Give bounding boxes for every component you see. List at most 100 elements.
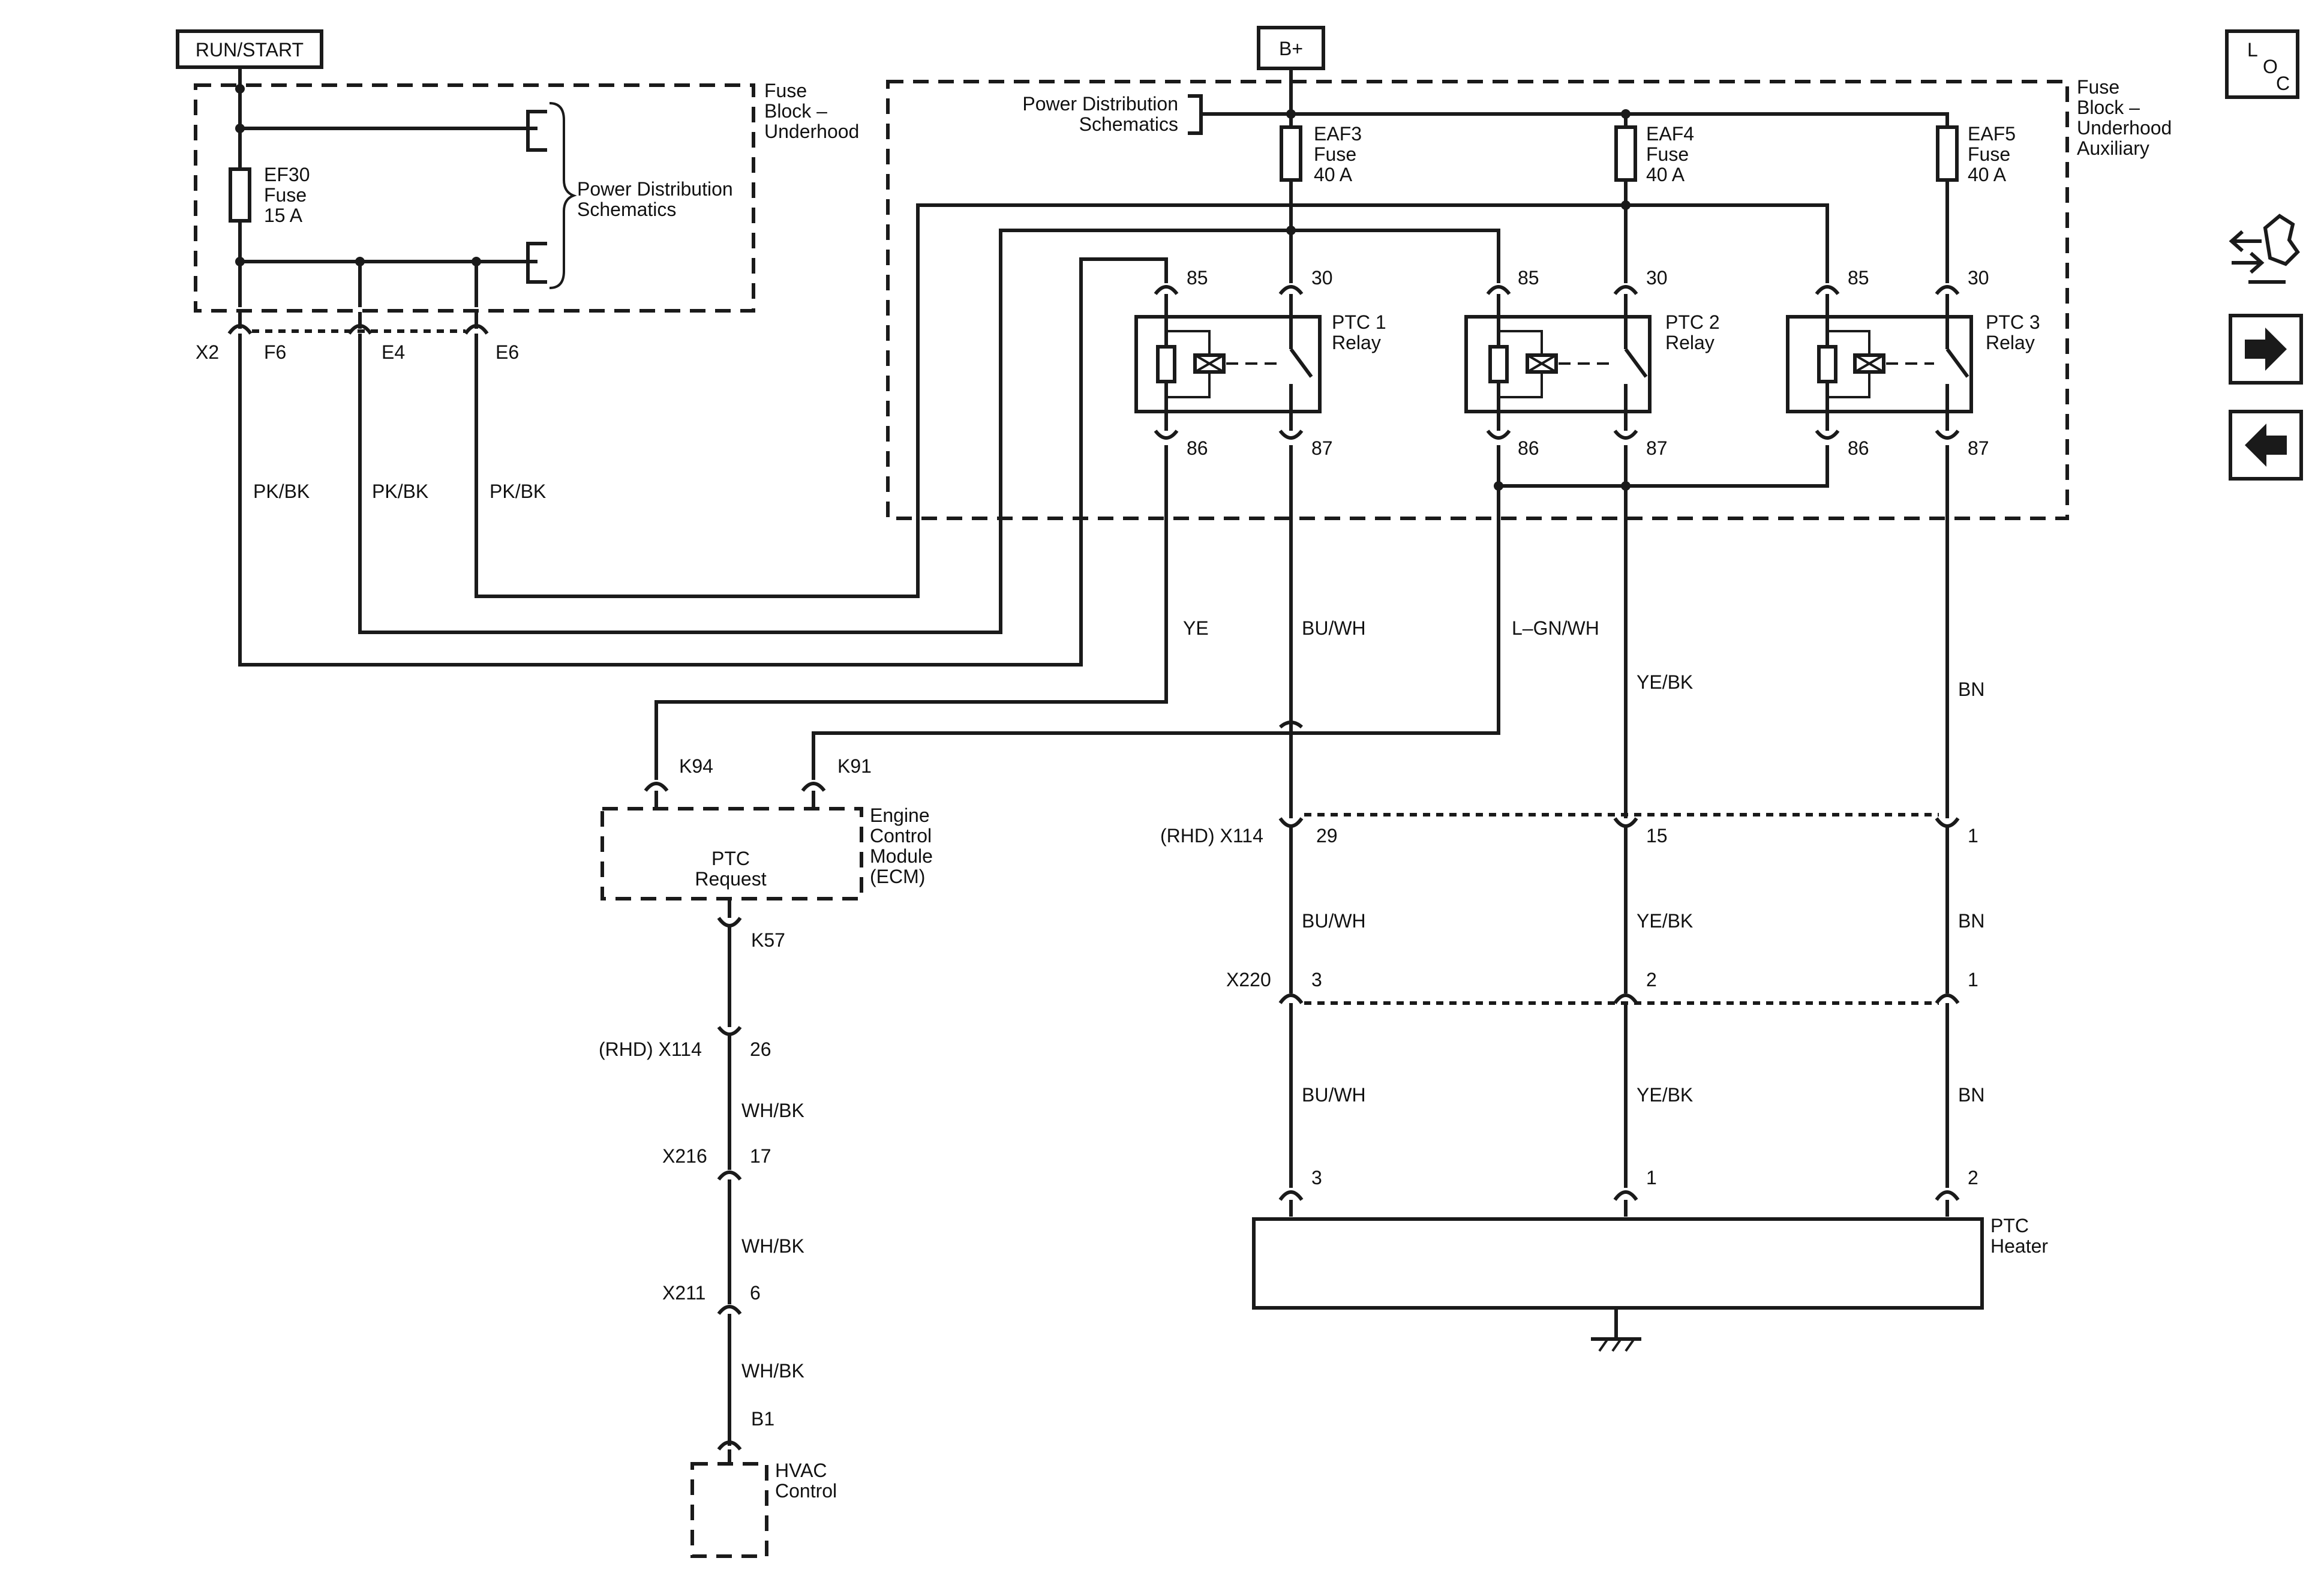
ef30-fuse-symbol xyxy=(229,167,251,223)
ecm-pin-k57: K57 xyxy=(751,929,785,951)
pd-schematics-label-2: Schematics xyxy=(577,199,676,220)
b1-label: B1 xyxy=(751,1408,774,1430)
bu-wh-label-1: BU/WH xyxy=(1302,617,1366,639)
ef30-label: EF30 xyxy=(264,164,310,185)
ye-bk-label-3: YE/BK xyxy=(1637,1084,1693,1106)
ecm-control-wires: YE L–GN/WH K94 K91 xyxy=(644,445,1599,809)
ptc-2-relay: 85 30 86 87 PTC 2 Relay xyxy=(1464,267,1720,459)
heater-label-1: PTC xyxy=(1990,1215,2029,1236)
hvac-control: HVAC Control xyxy=(690,1460,837,1558)
x114-ecm-label: (RHD) X114 xyxy=(599,1038,702,1060)
fuse-block-label-2: Block – xyxy=(764,100,827,122)
ptc3-label-1: PTC 3 xyxy=(1986,311,2040,333)
aux-label-4: Auxiliary xyxy=(2077,137,2149,159)
ef30-rating: 15 A xyxy=(264,205,303,226)
pk-bk-label-3: PK/BK xyxy=(490,481,546,502)
x220-pin-3: 3 xyxy=(1311,969,1322,990)
pd-schematics-label-1: Power Distribution xyxy=(577,178,733,200)
eaf5-label: EAF5 xyxy=(1968,123,2016,145)
ptc1-label-2: Relay xyxy=(1332,332,1381,353)
bu-wh-label-3: BU/WH xyxy=(1302,1084,1366,1106)
ecm-label-3: Module xyxy=(870,845,933,867)
eaf4-label: EAF4 xyxy=(1646,123,1694,145)
connector-tools-icon[interactable] xyxy=(2229,214,2300,284)
ptc2-pin-85: 85 xyxy=(1518,267,1539,289)
x114-heater-connector: (RHD) X114 29 15 1 xyxy=(1160,804,1978,846)
ptc3-pin-87: 87 xyxy=(1968,437,1989,459)
fuse-block-aux: Fuse Block – Underhood Auxiliary Power D… xyxy=(886,68,2172,520)
x220-pin-2: 2 xyxy=(1646,969,1657,990)
heater-pin-3: 3 xyxy=(1311,1167,1322,1188)
fuse-block-label-1: Fuse xyxy=(764,80,807,101)
x2-pin-e4: E4 xyxy=(382,341,405,363)
ptc-3-relay: 85 30 86 87 PTC 3 Relay xyxy=(1786,267,2040,459)
ecm-func-1: PTC xyxy=(711,848,750,869)
ptc2-label-2: Relay xyxy=(1665,332,1715,353)
next-arrow-icon[interactable] xyxy=(2229,314,2303,385)
ptc1-label-1: PTC 1 xyxy=(1332,311,1386,333)
ye-bk-label-1: YE/BK xyxy=(1637,671,1693,693)
heater-wires-lower: BU/WH YE/BK BN xyxy=(1289,1017,1984,1188)
x2-pin-f6: F6 xyxy=(264,341,286,363)
wh-bk-label-3: WH/BK xyxy=(741,1360,804,1382)
ptc2-pin-86: 86 xyxy=(1518,437,1539,459)
eaf4-fuse-label: Fuse xyxy=(1646,143,1689,165)
bu-wh-label-2: BU/WH xyxy=(1302,910,1366,932)
ptc1-pin-87: 87 xyxy=(1311,437,1333,459)
b-plus-source: B+ xyxy=(1257,26,1325,70)
aux-label-2: Block – xyxy=(2077,97,2140,118)
ptc2-pin-30: 30 xyxy=(1646,267,1668,289)
x211-label: X211 xyxy=(662,1282,705,1304)
eaf3-rating: 40 A xyxy=(1314,164,1353,185)
eaf3-fuse-label: Fuse xyxy=(1314,143,1356,165)
run-start-label: RUN/START xyxy=(196,39,304,61)
x2-label: X2 xyxy=(196,341,219,363)
x220-pin-1: 1 xyxy=(1968,969,1978,990)
heater-pin-2: 2 xyxy=(1968,1167,1978,1188)
x114-pin-26: 26 xyxy=(750,1038,771,1060)
loc-icon[interactable]: L O C xyxy=(2225,29,2299,99)
bn-label-3: BN xyxy=(1958,1084,1984,1106)
pk-bk-label-1: PK/BK xyxy=(253,481,310,502)
ecm-pin-k94: K94 xyxy=(679,755,713,777)
ye-bk-label-2: YE/BK xyxy=(1637,910,1693,932)
ptc1-pin-85: 85 xyxy=(1187,267,1208,289)
fuse-block-label-3: Underhood xyxy=(764,121,859,142)
ecm-hvac-circuit: (RHD) X114 26 WH/BK X216 17 WH/BK X211 6… xyxy=(599,924,804,1464)
x114-pin-15: 15 xyxy=(1646,825,1668,846)
x216-pin-17: 17 xyxy=(750,1145,771,1167)
eaf3-fuse-symbol xyxy=(1280,125,1302,182)
x220-label: X220 xyxy=(1226,969,1271,990)
ptc1-pin-86: 86 xyxy=(1187,437,1208,459)
loc-letter-o: O xyxy=(2263,56,2278,77)
heater-wires-mid: BU/WH YE/BK BN xyxy=(1289,824,1984,993)
ptc1-pin-30: 30 xyxy=(1311,267,1333,289)
aux-label-3: Underhood xyxy=(2077,117,2172,139)
x114-pin-1: 1 xyxy=(1968,825,1978,846)
hvac-label-1: HVAC xyxy=(775,1460,827,1481)
pk-bk-wires: PK/BK PK/BK PK/BK xyxy=(238,203,1829,667)
ptc-1-relay: 85 30 86 87 PTC 1 Relay xyxy=(1134,267,1386,459)
loc-letter-c: C xyxy=(2276,73,2290,94)
x2-pin-e6: E6 xyxy=(496,341,519,363)
aux-label-1: Fuse xyxy=(2077,76,2119,98)
eaf4-rating: 40 A xyxy=(1646,164,1685,185)
wh-bk-label-2: WH/BK xyxy=(741,1235,804,1257)
hvac-label-2: Control xyxy=(775,1480,837,1502)
ecm-label-4: (ECM) xyxy=(870,866,925,887)
ef30-fuse-label: Fuse xyxy=(264,184,307,206)
eaf5-rating: 40 A xyxy=(1968,164,2007,185)
heater-pin-1: 1 xyxy=(1646,1167,1657,1188)
x211-pin-6: 6 xyxy=(750,1282,761,1304)
eaf4-fuse-symbol xyxy=(1614,125,1637,182)
ecm-func-2: Request xyxy=(695,868,766,890)
ptc3-pin-30: 30 xyxy=(1968,267,1989,289)
x220-connector: X220 3 2 1 xyxy=(1226,969,1978,1017)
x114-heater-label: (RHD) X114 xyxy=(1160,825,1263,846)
back-arrow-icon[interactable] xyxy=(2229,410,2303,481)
eaf3-label: EAF3 xyxy=(1314,123,1362,145)
ptc-heater: 3 1 2 PTC Heater xyxy=(1252,1167,2048,1352)
loc-letter-l: L xyxy=(2247,39,2258,61)
x2-connector: X2 F6 E4 E6 xyxy=(196,312,519,363)
